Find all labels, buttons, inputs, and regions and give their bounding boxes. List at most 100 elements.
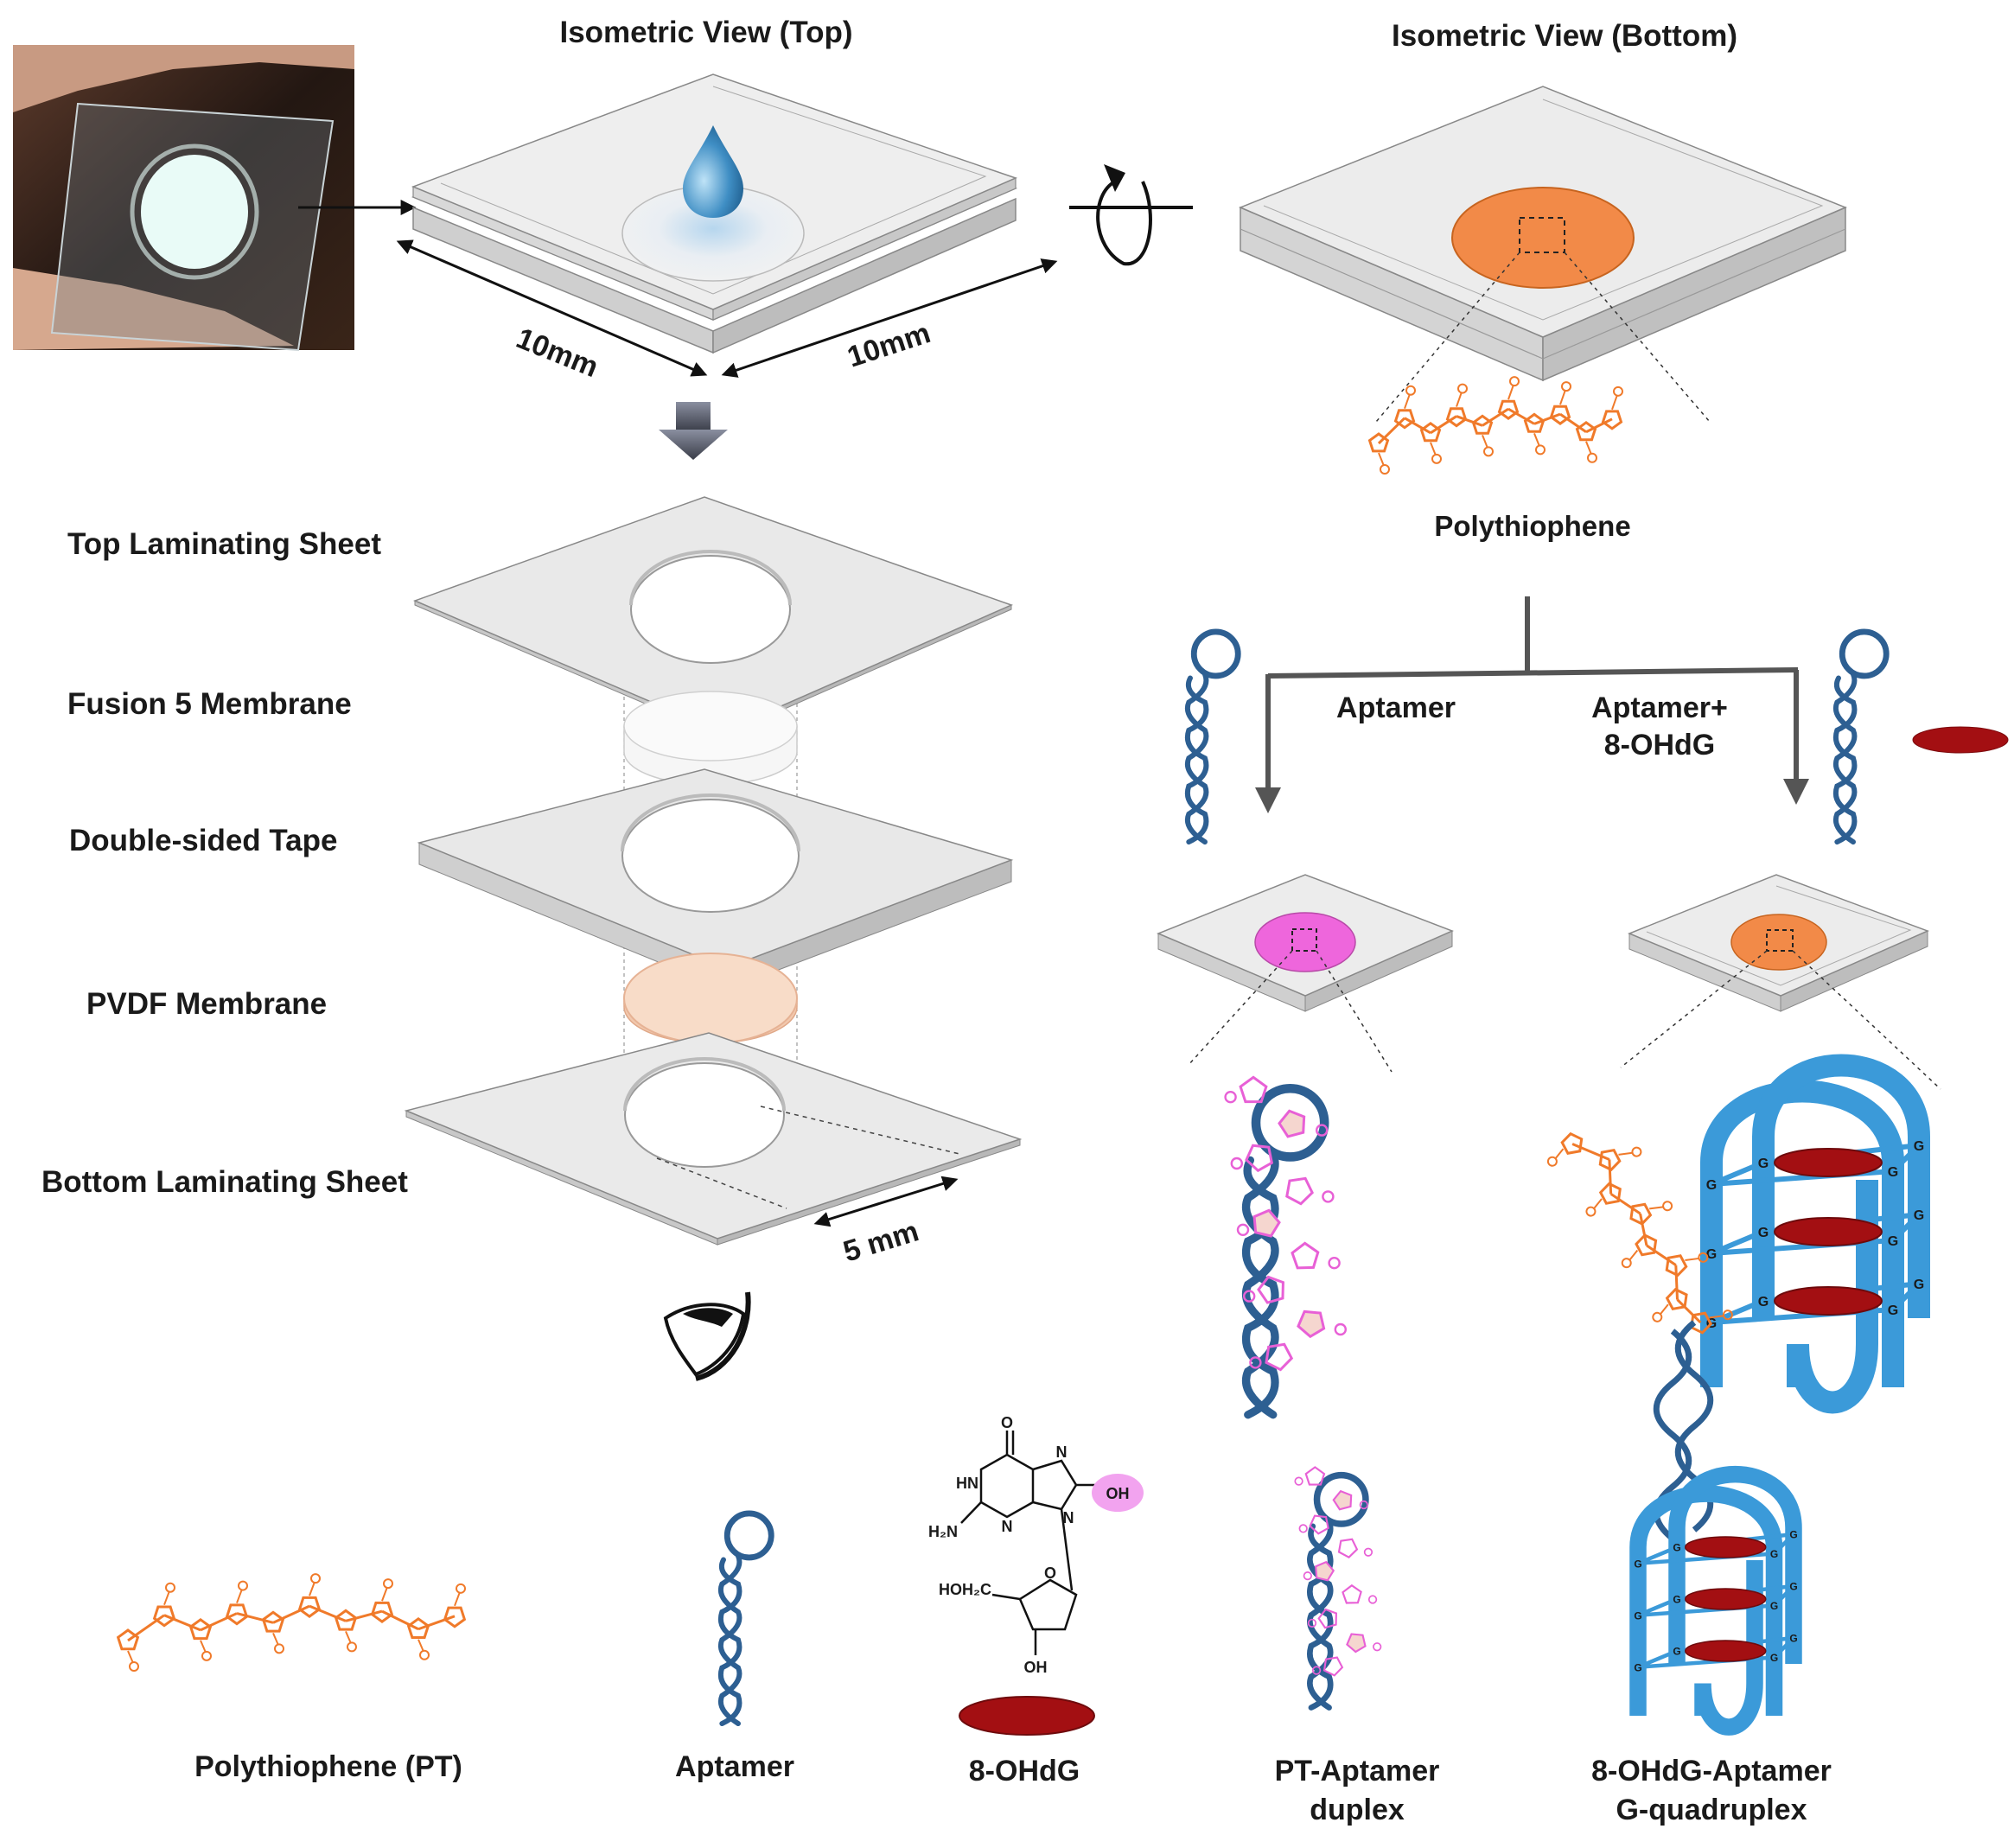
legend-polythiophene (116, 1573, 467, 1672)
chem-oh-bottom: OH (1024, 1659, 1048, 1676)
thiophene-ring (443, 1606, 467, 1628)
down-arrow-icon (659, 402, 728, 460)
guanine-label: G (1634, 1558, 1641, 1570)
guanine-label: G (1888, 1165, 1898, 1180)
layer-label-pvdf: PVDF Membrane (86, 987, 328, 1021)
side-chain (1303, 1571, 1312, 1581)
device-g-quadruplex (1620, 874, 1941, 1090)
guanine-label: G (1706, 1178, 1717, 1193)
side-chain (1316, 1124, 1329, 1137)
thiophene-ring (334, 1609, 358, 1631)
side-chain (1334, 1322, 1348, 1336)
side-chain (1230, 1157, 1244, 1170)
side-chain (1373, 1642, 1382, 1652)
aptamer-strand (1241, 1150, 1279, 1419)
bound-target (1685, 1640, 1767, 1662)
bound-target (1774, 1286, 1883, 1316)
thiophene-ring (1665, 1287, 1688, 1311)
eye-icon (663, 1291, 751, 1381)
isometric-top-device (411, 73, 1018, 354)
chem-n-upper: N (1056, 1443, 1068, 1461)
layer-label-top-sheet: Top Laminating Sheet (67, 527, 381, 561)
guanine-label: G (1758, 1226, 1769, 1240)
legend-label-duplex-2: duplex (1310, 1794, 1405, 1826)
layer-label-fusion: Fusion 5 Membrane (67, 687, 352, 721)
side-chain (1322, 1190, 1335, 1203)
pt-ring (1304, 1466, 1326, 1486)
chem-hn: HN (956, 1475, 978, 1492)
side-chain (1457, 383, 1468, 394)
thiophene-ring (1367, 432, 1390, 453)
aptamer-strand (1184, 675, 1209, 845)
side-chain (1249, 1356, 1262, 1369)
hydroxyl-highlight (1092, 1474, 1144, 1512)
thiophene-ring (1497, 399, 1520, 420)
device-photo (13, 45, 354, 352)
side-chain (1652, 1311, 1663, 1322)
pt-ring (1346, 1633, 1367, 1654)
layer-label-tape: Double-sided Tape (69, 824, 338, 857)
branch-aptamer-label: Aptamer (1336, 691, 1456, 724)
quad-strand-back (1700, 1080, 1904, 1387)
guanine-label: G (1673, 1594, 1680, 1606)
side-chain (1243, 1290, 1256, 1303)
pt-ring (1309, 1514, 1329, 1535)
side-chain (1546, 1156, 1558, 1167)
legend-target-icon (959, 1696, 1095, 1736)
side-chain (1431, 453, 1442, 464)
guanine-label: G (1914, 1278, 1924, 1292)
side-chain (1585, 1206, 1597, 1217)
aptamer-loop (1251, 1083, 1329, 1162)
side-chain (1621, 1258, 1632, 1269)
thiophene-ring (1665, 1254, 1688, 1278)
legend-label-quad-2: G-quadruplex (1616, 1794, 1807, 1826)
pt-ring (1297, 1310, 1326, 1339)
guanine-label: G (1914, 1208, 1924, 1223)
aptamer-strand (717, 1553, 743, 1727)
pvdf-membrane (623, 953, 798, 1044)
guanine-label: G (1914, 1139, 1924, 1154)
legend-8-ohdg-structure (960, 1431, 1111, 1655)
thiophene-ring (152, 1605, 176, 1628)
guanine-label: G (1673, 1542, 1680, 1554)
chem-n-glycosidic: N (1063, 1509, 1074, 1526)
chem-ring-o: O (1044, 1564, 1056, 1582)
pt-aptamer-duplex-zoom (1224, 1075, 1348, 1419)
legend-label-quad-1: 8-OHdG-Aptamer (1591, 1755, 1832, 1787)
side-chain (1363, 1547, 1373, 1557)
pt-ring (1252, 1208, 1281, 1238)
legend-pt-aptamer-duplex (1294, 1466, 1382, 1711)
side-chain (456, 1583, 466, 1594)
side-chain (1359, 1500, 1368, 1510)
quad-strand-loop (1694, 1560, 1763, 1736)
branch-arrows (1255, 596, 1809, 813)
side-chain (129, 1661, 139, 1672)
side-chain (347, 1641, 357, 1653)
pt-ring (1315, 1560, 1335, 1582)
isometric-bottom-device (1239, 86, 1847, 423)
aptamer-strand (1307, 1523, 1334, 1711)
side-chain (1311, 1666, 1322, 1675)
thiophene-ring (1560, 1131, 1584, 1155)
guanine-label: G (1888, 1303, 1898, 1318)
side-chain (1535, 444, 1546, 456)
branch-target-label-line2: 8-OHdG (1604, 729, 1715, 762)
quad-strand-front (1752, 1054, 1930, 1318)
guanine-label: G (1888, 1234, 1898, 1249)
aptamer-strand (1184, 672, 1209, 845)
guanine-label: G (1758, 1295, 1769, 1310)
guanine-label: G (1770, 1652, 1778, 1664)
thiophene-ring (297, 1596, 322, 1618)
aptamer-hairpin-left (1184, 628, 1241, 845)
guanine-label: G (1770, 1548, 1778, 1560)
side-chain (1380, 464, 1390, 475)
thiophene-ring (1549, 405, 1571, 425)
bound-target (1774, 1217, 1883, 1246)
side-chain (1509, 376, 1520, 387)
thiophene-ring (1601, 410, 1623, 430)
chem-hoh2c: HOH₂C (939, 1581, 991, 1598)
pt-ring (1245, 1144, 1274, 1173)
water-drop-icon (683, 125, 743, 218)
legend-label-aptamer: Aptamer (675, 1750, 794, 1783)
